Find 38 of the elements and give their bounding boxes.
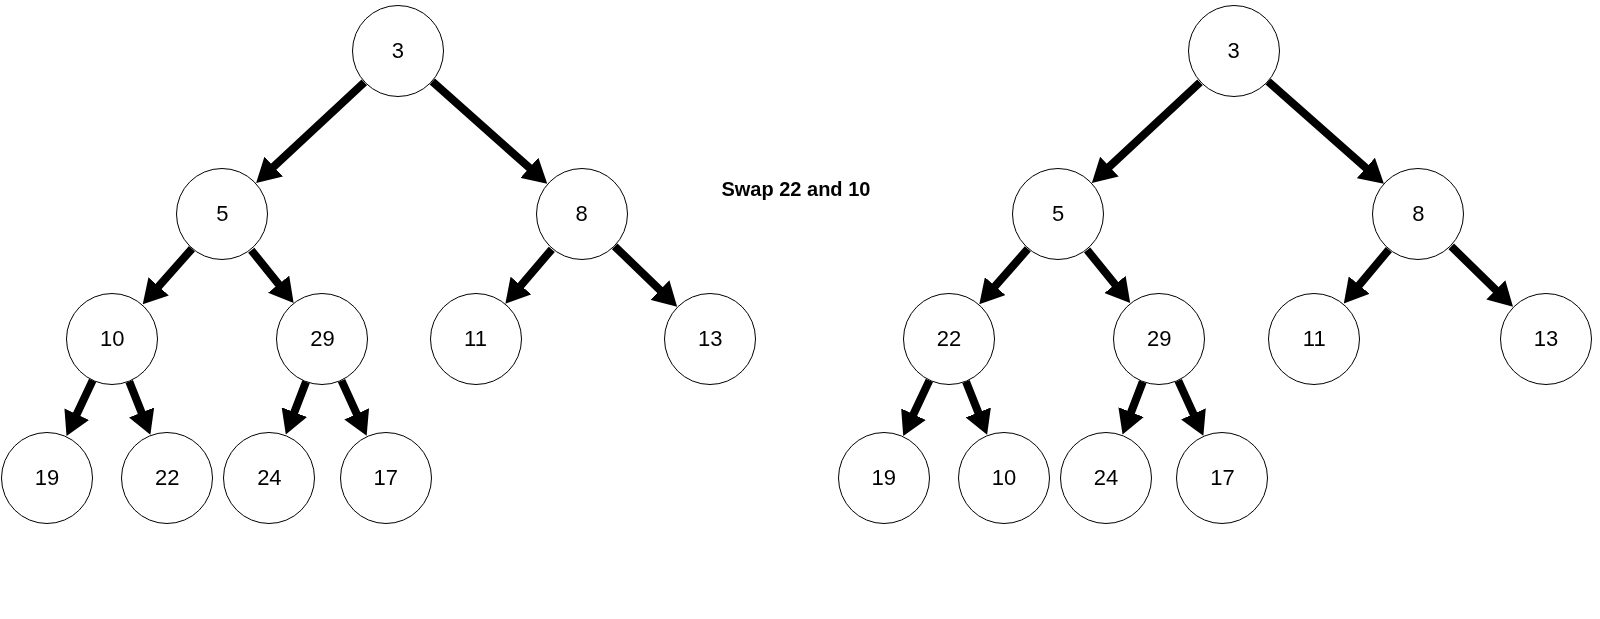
node-value: 8	[575, 201, 588, 228]
arrow	[253, 79, 367, 186]
node-value: 11	[464, 325, 487, 352]
node-value: 17	[373, 464, 398, 491]
arrow	[1089, 79, 1203, 186]
node-value: 5	[1052, 201, 1065, 228]
node-value: 10	[100, 325, 125, 352]
node-value: 5	[216, 201, 229, 228]
arrow	[611, 243, 680, 310]
node-value: 3	[1227, 38, 1240, 64]
arrow	[1118, 380, 1147, 436]
arrow	[429, 78, 550, 187]
arrow	[62, 378, 97, 438]
node-value: 3	[391, 38, 405, 64]
arrow	[899, 378, 933, 438]
node-value: 22	[936, 325, 962, 352]
node-value: 29	[1146, 325, 1172, 352]
arrow	[1448, 243, 1516, 310]
node-value: 11	[1302, 325, 1326, 352]
node-value: 10	[991, 464, 1017, 491]
node-value: 19	[34, 464, 60, 491]
node-value: 22	[155, 464, 180, 491]
arrow	[1174, 378, 1207, 438]
arrow	[281, 380, 310, 436]
node-value: 13	[1533, 325, 1559, 352]
node-value: 29	[310, 325, 335, 352]
arrow	[337, 378, 371, 438]
node-value: 24	[257, 464, 282, 491]
node-value: 24	[1093, 464, 1119, 491]
arrow	[125, 380, 155, 437]
node-value: 8	[1412, 201, 1425, 228]
step-note: Swap 22 and 10	[721, 177, 871, 201]
arrow	[248, 247, 297, 306]
node-value: 19	[871, 464, 896, 491]
node-value: 13	[697, 325, 723, 352]
arrow	[976, 246, 1031, 307]
arrow	[962, 380, 991, 437]
node-value: 17	[1210, 464, 1235, 491]
